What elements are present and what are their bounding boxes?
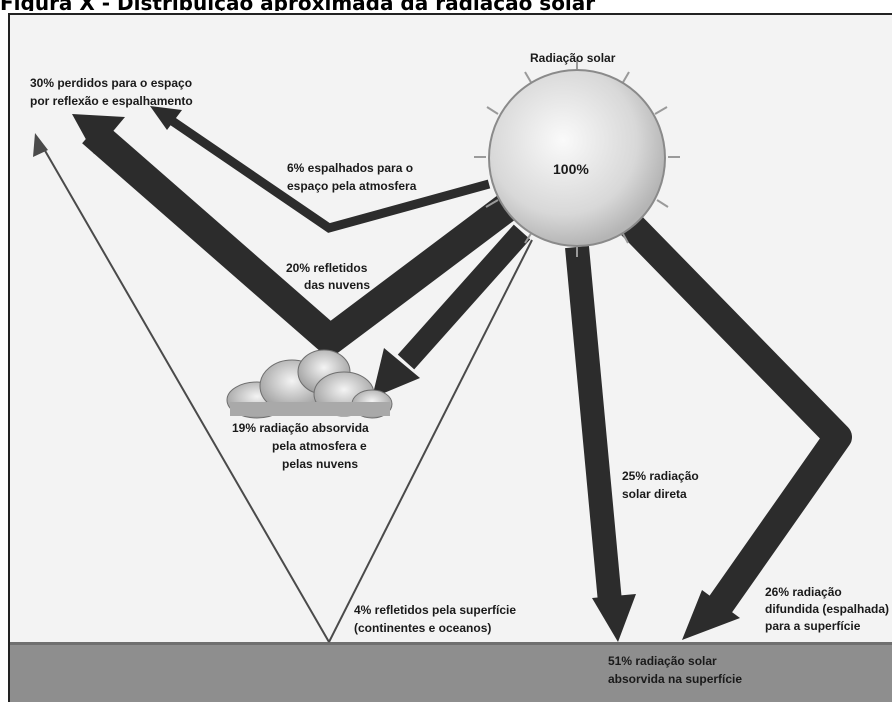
scattered-arrow <box>150 106 491 233</box>
diagram-svg: 100% Radiação solar 30% perdidos para o … <box>10 51 892 702</box>
sun-percent: 100% <box>553 161 589 177</box>
surface-reflection-arrowhead <box>33 133 48 157</box>
ground-surface <box>10 642 892 702</box>
direct-label-1: 25% radiação <box>622 469 699 483</box>
direct-label-2: solar direta <box>622 487 687 501</box>
absorbed-label-1: 19% radiação absorvida <box>232 421 369 435</box>
figure-heading: Figura X - Distribuição aproximada da ra… <box>0 0 892 11</box>
ground-label-1: 51% radiação solar <box>608 654 717 668</box>
radiation-diagram: 100% Radiação solar 30% perdidos para o … <box>8 13 892 702</box>
diffuse-label-1: 26% radiação <box>765 585 842 599</box>
lost-label-1: 30% perdidos para o espaço <box>30 76 192 90</box>
diffuse-label-3: para a superfície <box>765 619 861 633</box>
clouds-reflection-arrow <box>72 114 517 360</box>
lost-label-2: por reflexão e espalhamento <box>30 94 193 108</box>
clouds-reflection-label-2: das nuvens <box>304 278 370 292</box>
sun <box>474 60 680 257</box>
scattered-label-1: 6% espalhados para o <box>287 161 413 175</box>
ground-texture <box>10 642 892 645</box>
scattered-label-2: espaço pela atmosfera <box>287 179 417 193</box>
diffuse-label-2: difundida (espalhada) <box>765 602 889 616</box>
absorbed-label-3: pelas nuvens <box>282 457 358 471</box>
absorbed-arrow <box>372 224 531 398</box>
diffuse-arrow <box>619 214 852 640</box>
sun-title: Radiação solar <box>530 51 616 65</box>
surface-reflection-label-2: (continentes e oceanos) <box>354 621 491 635</box>
cloud <box>226 349 393 419</box>
absorbed-label-2: pela atmosfera e <box>272 439 367 453</box>
surface-reflection-label-1: 4% refletidos pela superfície <box>354 603 516 617</box>
ground-label-2: absorvida na superfície <box>608 672 742 686</box>
clouds-reflection-label-1: 20% refletidos <box>286 261 368 275</box>
direct-arrow <box>565 245 636 642</box>
surface-reflection-lines <box>39 141 533 643</box>
